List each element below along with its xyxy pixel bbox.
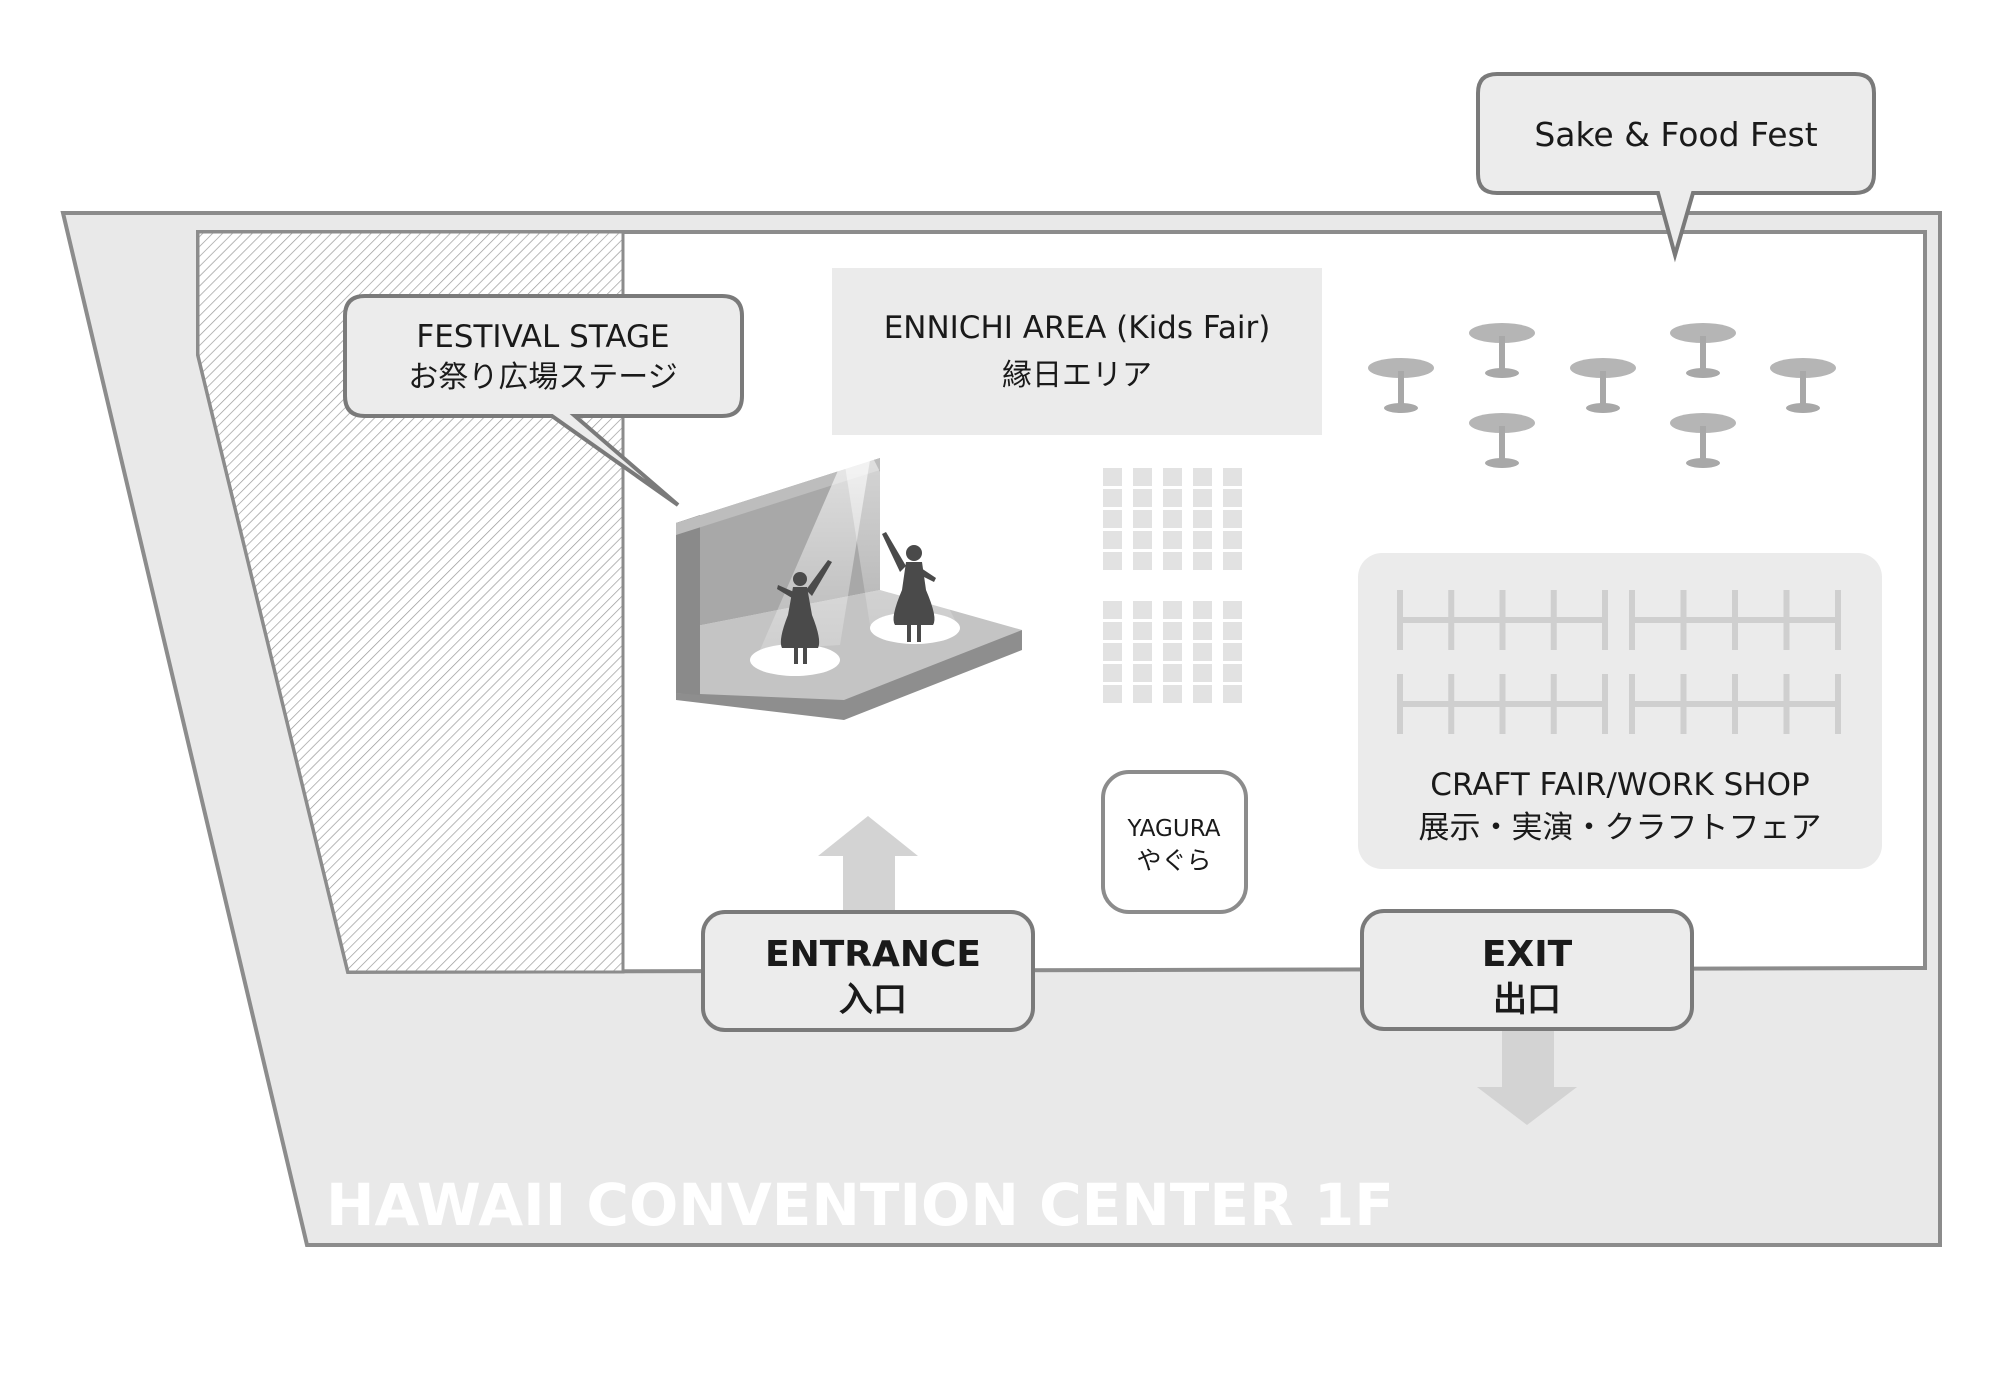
ennichi-label-en: ENNICHI AREA (Kids Fair) [884,310,1271,346]
ennichi-area[interactable]: ENNICHI AREA (Kids Fair) 縁日エリア [832,268,1322,435]
booth-cell [1133,510,1152,528]
booth-cell [1103,552,1122,570]
booth-cell [1103,643,1122,661]
booth-cell [1223,664,1242,682]
yagura-label-en: YAGURA [1126,816,1220,842]
booth-cell [1133,489,1152,507]
festival-stage-callout[interactable]: FESTIVAL STAGE お祭り広場ステージ [343,294,744,507]
booth-cell [1133,664,1152,682]
festival-stage-label-ja: お祭り広場ステージ [408,360,677,395]
exit-label-ja: 出口 [1493,980,1561,1020]
booth-cell [1163,622,1182,640]
entrance-box[interactable]: ENTRANCE 入口 [701,910,1035,1032]
round-table-icon [1670,323,1736,378]
booth-cell [1193,685,1212,703]
booth-cell [1103,489,1122,507]
booth-cell [1163,552,1182,570]
ennichi-label-ja: 縁日エリア [1002,358,1152,393]
round-table-icon [1670,413,1736,468]
booth-cell [1133,622,1152,640]
booth-cell [1223,601,1242,619]
festival-stage-label-en: FESTIVAL STAGE [416,319,669,355]
booth-cell [1133,601,1152,619]
entrance-arrow-icon [818,816,918,912]
booth-cell [1103,601,1122,619]
exit-box[interactable]: EXIT 出口 [1360,909,1694,1031]
booth-cell [1193,468,1212,486]
booth-cell [1133,531,1152,549]
booth-cell [1103,664,1122,682]
dancer-silhouette [882,532,936,642]
dancer-silhouette [777,560,832,664]
floor-label: HAWAII CONVENTION CENTER 1F [326,1171,1394,1239]
booth-cell [1163,510,1182,528]
exit-arrow-icon [1477,1031,1577,1125]
booth-cell [1163,685,1182,703]
booth-cell [1223,643,1242,661]
booth-cell [1103,622,1122,640]
booth-cell [1163,468,1182,486]
entrance-label-en: ENTRANCE [765,934,981,975]
booth-cell [1193,622,1212,640]
booth-cell [1103,685,1122,703]
yagura-label-ja: やぐら [1136,846,1211,875]
booth-cell [1163,531,1182,549]
booth-cell [1193,510,1212,528]
dining-tables [1368,323,1836,468]
booth-cell [1223,531,1242,549]
booth-cell [1163,601,1182,619]
booth-cell [1223,510,1242,528]
booth-cell [1133,552,1152,570]
booth-cell [1223,489,1242,507]
entrance-label-ja: 入口 [839,980,907,1020]
craft-fair-label-en: CRAFT FAIR/WORK SHOP [1430,767,1809,803]
craft-fair-label-ja: 展示・実演・クラフトフェア [1419,810,1822,846]
booth-grid-icon [1103,601,1242,703]
round-table-icon [1368,358,1434,413]
booth-cell [1223,468,1242,486]
booth-cell [1163,643,1182,661]
booth-grid-icon [1397,590,1841,734]
round-table-icon [1469,413,1535,468]
exit-label-en: EXIT [1482,934,1573,975]
booth-cell [1193,489,1212,507]
stage-dancers-illustration [676,458,1022,720]
booth-cell [1133,685,1152,703]
yagura-box[interactable]: YAGURA やぐら [1101,770,1248,914]
round-table-icon [1770,358,1836,413]
booth-cell [1223,552,1242,570]
booth-cell [1133,643,1152,661]
booth-cell [1103,531,1122,549]
craft-fair-area[interactable]: CRAFT FAIR/WORK SHOP 展示・実演・クラフトフェア [1358,553,1882,869]
round-table-icon [1570,358,1636,413]
sake-food-label: Sake & Food Fest [1534,115,1817,154]
booth-cell [1193,643,1212,661]
booth-cell [1223,685,1242,703]
booth-cell [1193,531,1212,549]
round-table-icon [1469,323,1535,378]
booth-cell [1103,510,1122,528]
booth-cell [1223,622,1242,640]
booth-cell [1193,601,1212,619]
booth-grid-icon [1103,468,1242,570]
booth-cell [1163,489,1182,507]
booth-cell [1163,664,1182,682]
booth-cell [1133,468,1152,486]
booth-cell [1193,664,1212,682]
booth-cell [1193,552,1212,570]
booth-cell [1103,468,1122,486]
sake-food-callout[interactable]: Sake & Food Fest [1476,72,1876,263]
